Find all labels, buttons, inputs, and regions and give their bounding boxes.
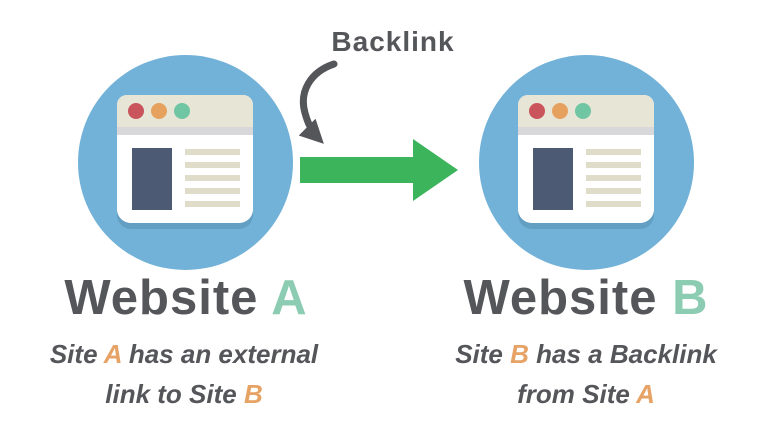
content-text-line: [185, 149, 240, 155]
window-dot-orange-icon: [552, 103, 568, 119]
browser-window-icon: [518, 95, 654, 223]
browser-window-icon: [117, 95, 253, 223]
caption-line-1: Site B has a Backlink: [406, 334, 766, 374]
browser-toolbar-strip: [117, 127, 253, 135]
content-text-line: [586, 162, 641, 168]
website-a-title: Website A: [6, 274, 366, 323]
caption-text: from Site: [517, 379, 637, 409]
curved-pointer-arrow-icon: [298, 60, 338, 144]
caption-letter: A: [636, 379, 655, 409]
window-dot-orange-icon: [151, 103, 167, 119]
caption-text: has a Backlink: [528, 339, 717, 369]
caption-line-2: link to Site B: [4, 374, 364, 414]
content-text-line: [185, 201, 240, 207]
caption-text: has an external: [121, 339, 319, 369]
content-text-line: [185, 175, 240, 181]
content-text-line: [586, 175, 641, 181]
content-image-block: [132, 148, 172, 210]
browser-content: [117, 135, 253, 223]
window-dot-red-icon: [529, 103, 545, 119]
caption-line-2: from Site A: [406, 374, 766, 414]
window-dot-red-icon: [128, 103, 144, 119]
content-text-line: [185, 188, 240, 194]
caption-line-1: Site A has an external: [4, 334, 364, 374]
title-text: Website: [463, 271, 673, 325]
website-b-circle: [479, 55, 694, 270]
website-b-title: Website B: [406, 274, 766, 323]
content-text-line: [586, 188, 641, 194]
backlink-label: Backlink: [331, 26, 455, 57]
caption-text: Site: [455, 339, 511, 369]
title-letter-a: A: [271, 271, 308, 325]
caption-text: Site: [49, 339, 104, 369]
content-image-block: [533, 148, 573, 210]
browser-toolbar-strip: [518, 127, 654, 135]
browser-content: [518, 135, 654, 223]
website-a-circle: [78, 55, 293, 270]
caption-letter: B: [510, 339, 529, 369]
browser-titlebar: [117, 95, 253, 127]
window-dot-teal-icon: [575, 103, 591, 119]
title-text: Website: [64, 271, 272, 325]
content-text-line: [586, 149, 641, 155]
content-text-line: [586, 201, 641, 207]
window-dot-teal-icon: [174, 103, 190, 119]
content-text-line: [185, 162, 240, 168]
title-letter-b: B: [672, 271, 709, 325]
caption-text: link to Site: [105, 379, 244, 409]
caption-letter: B: [243, 379, 263, 409]
browser-titlebar: [518, 95, 654, 127]
backlink-direction-arrow-icon: [300, 139, 458, 201]
caption-letter: A: [103, 339, 122, 369]
